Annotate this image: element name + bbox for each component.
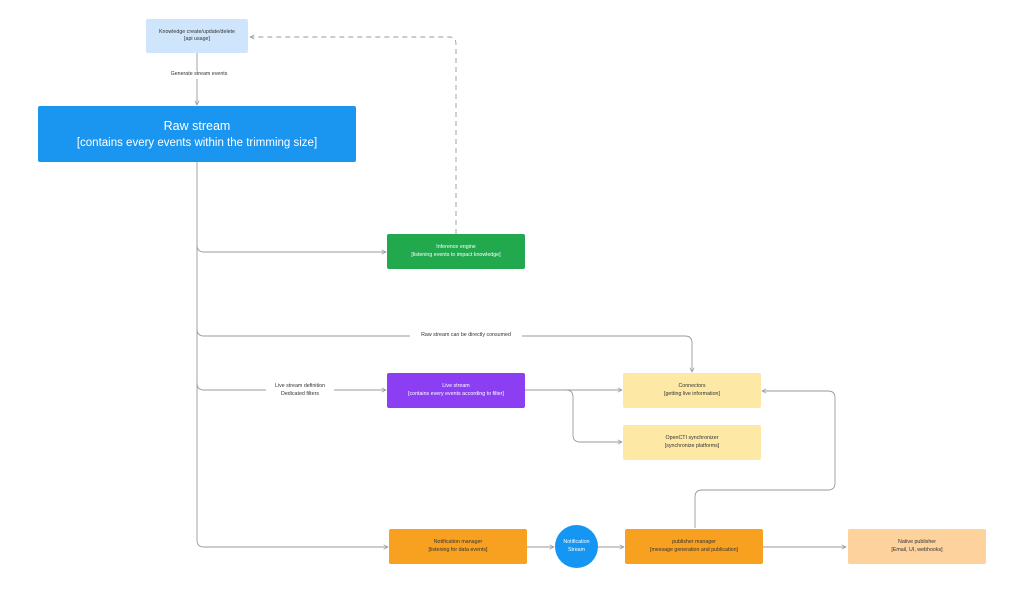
- node-knowledge-subtitle: [api usage]: [184, 36, 210, 42]
- node-native-publisher-title: Native publisher: [898, 539, 936, 546]
- node-notification-manager-subtitle: [listening for data events]: [428, 546, 488, 553]
- node-notification-manager[interactable]: Notification manager [listening for data…: [389, 529, 527, 564]
- node-publisher-manager-subtitle: [message generation and publication]: [649, 546, 739, 553]
- edge-raw-to-live: [196, 382, 386, 390]
- edge-raw-to-inference: [196, 244, 386, 252]
- edge-raw-to-connectors: [196, 328, 692, 372]
- label-directly-consumed: Raw stream can be directly consumed: [410, 332, 522, 340]
- node-publisher-manager-title: publisher manager: [672, 539, 716, 546]
- node-raw-stream-subtitle: [contains every events within the trimmi…: [76, 136, 318, 149]
- node-knowledge[interactable]: Knowledge create/update/delete [api usag…: [146, 19, 248, 53]
- edge-inference-to-knowledge: [250, 37, 457, 234]
- edge-raw-trunk: [196, 162, 388, 547]
- node-raw-stream[interactable]: Raw stream [contains every events within…: [38, 106, 356, 162]
- label-live-stream-definition-line2: Dedicated filters: [281, 390, 319, 397]
- edge-live-to-synchronizer: [525, 389, 622, 442]
- node-inference-subtitle: [listening events to impact knowledge]: [411, 251, 501, 258]
- node-live-stream[interactable]: Live stream [contains every events accor…: [387, 373, 525, 408]
- edge-publisher-to-connectors: [694, 391, 836, 528]
- label-live-stream-definition-line1: Live stream definition: [274, 383, 326, 389]
- node-notification-stream[interactable]: Notification Stream: [555, 525, 598, 568]
- node-native-publisher[interactable]: Native publisher [Email, UI, webhooks]: [848, 529, 986, 564]
- node-connectors-title: Connectors: [678, 383, 706, 390]
- node-raw-stream-title: Raw stream: [163, 118, 231, 133]
- node-native-publisher-subtitle: [Email, UI, webhooks]: [891, 546, 943, 553]
- node-connectors[interactable]: Connectors [getting live information]: [623, 373, 761, 408]
- node-notification-manager-title: Notification manager: [433, 539, 483, 546]
- node-synchronizer-subtitle: [synchronize platforms]: [664, 442, 720, 449]
- node-connectors-subtitle: [getting live information]: [664, 390, 720, 397]
- label-live-stream-definition: Live stream definition Dedicated filters: [266, 383, 334, 399]
- node-publisher-manager[interactable]: publisher manager [message generation an…: [625, 529, 763, 564]
- node-inference-title: Inference engine: [436, 244, 476, 251]
- node-inference-engine[interactable]: Inference engine [listening events to im…: [387, 234, 525, 269]
- node-knowledge-title: Knowledge create/update/delete: [159, 28, 235, 35]
- node-notification-stream-line1: Notification: [563, 539, 590, 546]
- label-generate-stream-events: Generate stream events: [160, 71, 238, 79]
- node-live-stream-subtitle: [contains every events according to filt…: [408, 390, 504, 397]
- node-notification-stream-line2: Stream: [567, 546, 586, 553]
- node-synchronizer-title: OpenCTI synchronizer: [665, 435, 719, 442]
- node-opencti-synchronizer[interactable]: OpenCTI synchronizer [synchronize platfo…: [623, 425, 761, 460]
- node-live-stream-title: Live stream: [442, 383, 470, 390]
